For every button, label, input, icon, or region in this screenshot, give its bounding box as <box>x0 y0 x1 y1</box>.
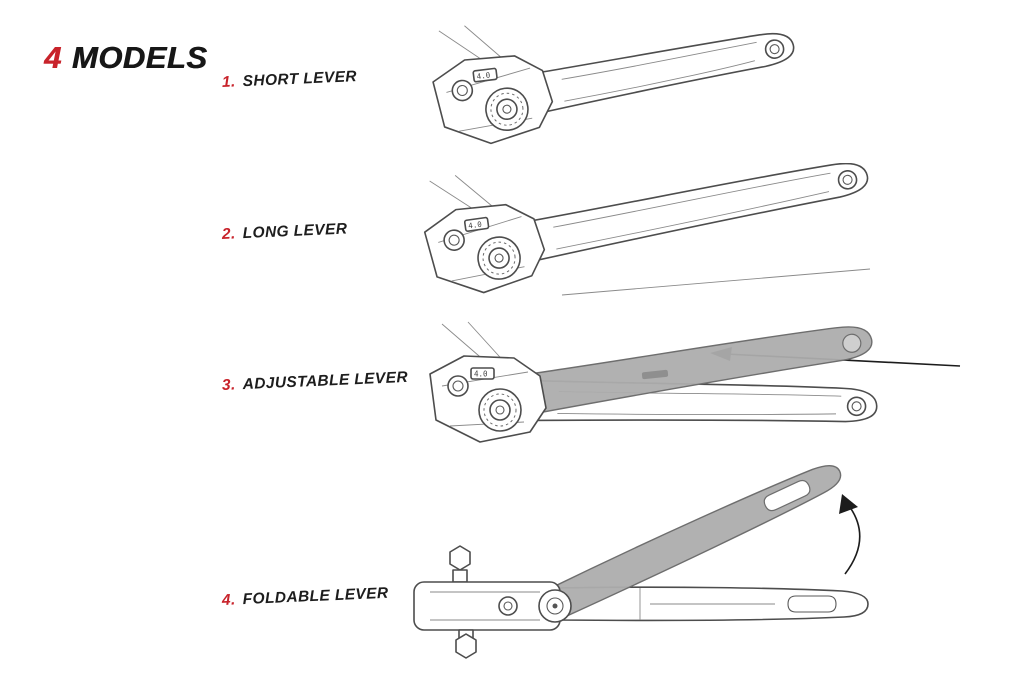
bracket-plate <box>413 581 561 631</box>
model-2-name: LONG LEVER <box>242 220 348 243</box>
foldable-lever-illustration <box>413 464 869 659</box>
model-1-label: 1. SHORT LEVER <box>222 68 358 92</box>
model-4-name: FOLDABLE LEVER <box>242 584 389 609</box>
model-2-label: 2. LONG LEVER <box>222 221 348 244</box>
bottom-hex-bolt-icon <box>455 633 477 659</box>
pivot-bracket <box>413 545 572 659</box>
unfolded-slot <box>787 595 837 613</box>
long-lever-illustration <box>416 163 874 301</box>
unfolded-detail-lines <box>639 588 775 620</box>
depth-line <box>561 268 871 296</box>
model-4-label: 4. FOLDABLE LEVER <box>222 585 389 610</box>
adjustable-lever-illustration <box>429 321 961 446</box>
lever-folded-position <box>546 464 842 620</box>
top-hex-bolt-icon <box>449 545 471 571</box>
bracket-detail-lines <box>430 591 540 621</box>
model-2-number: 2. <box>221 225 237 243</box>
fold-arrow-icon <box>839 494 858 514</box>
title-word: MODELS <box>71 40 208 75</box>
short-lever-assembly <box>425 20 799 151</box>
model-1-name: SHORT LEVER <box>242 68 358 91</box>
model-4-number: 4. <box>221 591 237 609</box>
adjustable-lever-assembly <box>429 321 961 446</box>
long-lever-assembly <box>416 163 874 301</box>
short-lever-illustration <box>425 20 799 151</box>
lever-unfolded-position <box>554 586 869 622</box>
title-number: 4 <box>44 40 62 75</box>
model-3-number: 3. <box>221 376 237 394</box>
fold-pivot-ring <box>546 597 564 615</box>
page-title: 4 MODELS <box>44 40 207 76</box>
folded-slot <box>763 479 811 512</box>
model-1-number: 1. <box>221 73 237 91</box>
fold-guide-arc <box>844 501 861 575</box>
top-bolt-shaft <box>452 569 468 583</box>
link-bolt-socket <box>503 601 513 611</box>
link-bolt <box>498 596 518 616</box>
fold-pivot-center <box>552 603 558 609</box>
